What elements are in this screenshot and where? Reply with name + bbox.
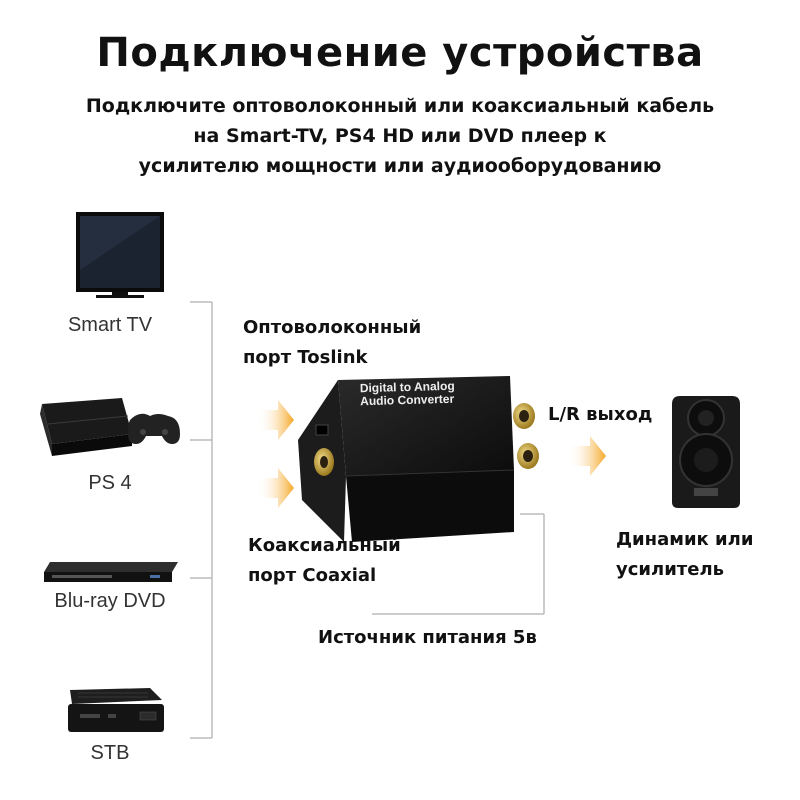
output-label-line1: Динамик или bbox=[616, 529, 754, 550]
converter-label: Digital to Analog Audio Converter bbox=[359, 379, 456, 409]
game-console-icon bbox=[40, 398, 180, 456]
power-label: Источник питания 5в bbox=[318, 627, 537, 648]
source-label-ps4: PS 4 bbox=[88, 472, 132, 494]
output-label-line2: усилитель bbox=[616, 559, 725, 580]
lr-output-label: L/R выход bbox=[548, 404, 653, 425]
bluray-player-icon bbox=[44, 562, 178, 582]
page-title: Подключение устройства bbox=[96, 30, 704, 76]
subtitle-line-1: Подключите оптоволоконный или коаксиальн… bbox=[85, 95, 715, 117]
output-label: Динамик или усилитель bbox=[616, 525, 753, 585]
set-top-box-icon bbox=[68, 688, 164, 732]
converter-label-line2: Audio Converter bbox=[359, 391, 455, 409]
optical-port-label: Оптоволоконный порт Toslink bbox=[243, 313, 421, 373]
subtitle-line-3: усилителю мощности или аудиооборудованию bbox=[138, 155, 662, 177]
speaker-icon bbox=[672, 396, 740, 508]
optical-port-line2: порт Toslink bbox=[243, 347, 368, 368]
power-bracket bbox=[372, 513, 545, 615]
lr-connector-bottom bbox=[517, 443, 539, 469]
source-bracket bbox=[190, 301, 213, 739]
subtitle-line-2: на Smart-TV, PS4 HD или DVD плеер к bbox=[193, 125, 607, 147]
lr-connector-top bbox=[513, 403, 535, 429]
tv-icon bbox=[76, 212, 164, 298]
coaxial-port-label: Коаксиальный порт Coaxial bbox=[248, 531, 401, 591]
optical-socket bbox=[315, 424, 329, 436]
coaxial-connector bbox=[314, 448, 334, 476]
converter-box bbox=[298, 376, 515, 542]
optical-port-line1: Оптоволоконный bbox=[243, 317, 422, 338]
coaxial-port-line1: Коаксиальный bbox=[248, 535, 401, 556]
output-arrow bbox=[568, 436, 606, 476]
coaxial-input-arrow bbox=[258, 468, 294, 508]
source-label-stb: STB bbox=[90, 742, 130, 764]
source-label-smart-tv: Smart TV bbox=[67, 314, 153, 336]
optical-input-arrow bbox=[258, 400, 294, 440]
source-label-bluray: Blu-ray DVD bbox=[54, 590, 166, 612]
coaxial-port-line2: порт Coaxial bbox=[248, 565, 377, 586]
